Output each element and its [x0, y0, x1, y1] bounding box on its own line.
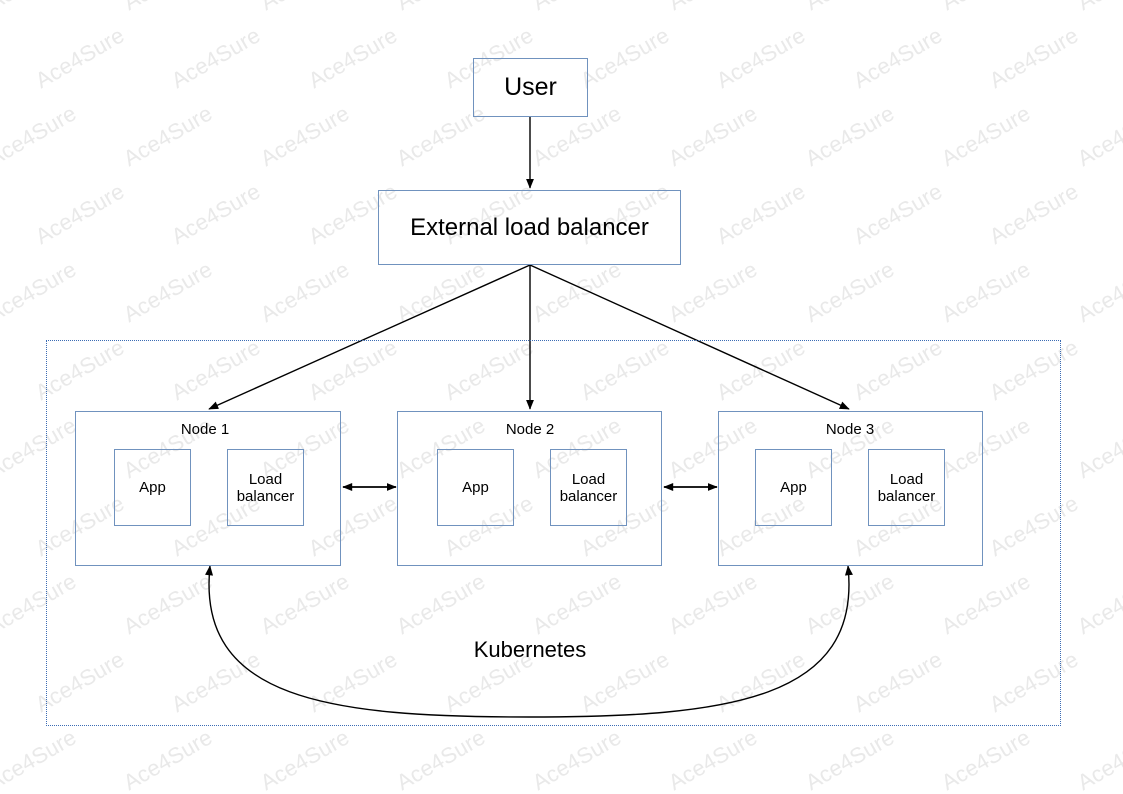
node-2-load-balancer-label: Load balancer	[559, 470, 618, 505]
node-3-load-balancer-box[interactable]: Load balancer	[868, 449, 945, 526]
node-2-load-balancer-box[interactable]: Load balancer	[550, 449, 627, 526]
connector-node1-node3-curved	[205, 565, 853, 718]
node-1-load-balancer-box[interactable]: Load balancer	[227, 449, 304, 526]
external-load-balancer-box[interactable]: External load balancer	[378, 190, 681, 265]
node-1-app-box[interactable]: App	[114, 449, 191, 526]
node-2-app-label: App	[462, 479, 489, 496]
kubernetes-cluster-container	[46, 340, 1061, 726]
user-box-label: User	[504, 73, 557, 101]
connector-external-lb-to-node1	[208, 264, 531, 410]
node-3-load-balancer-label: Load balancer	[877, 470, 936, 505]
connector-external-lb-to-node3	[529, 264, 850, 410]
node-3-app-box[interactable]: App	[755, 449, 832, 526]
node-3-label: Node 3	[825, 421, 875, 438]
node-1-app-label: App	[139, 479, 166, 496]
node-2-label: Node 2	[505, 421, 555, 438]
user-box[interactable]: User	[473, 58, 588, 117]
node-2-app-box[interactable]: App	[437, 449, 514, 526]
external-load-balancer-label: External load balancer	[410, 213, 649, 241]
node-3-app-label: App	[780, 479, 807, 496]
node-1-label: Node 1	[180, 421, 230, 438]
node-1-load-balancer-label: Load balancer	[236, 470, 295, 505]
kubernetes-cluster-label: Kubernetes	[473, 637, 587, 662]
